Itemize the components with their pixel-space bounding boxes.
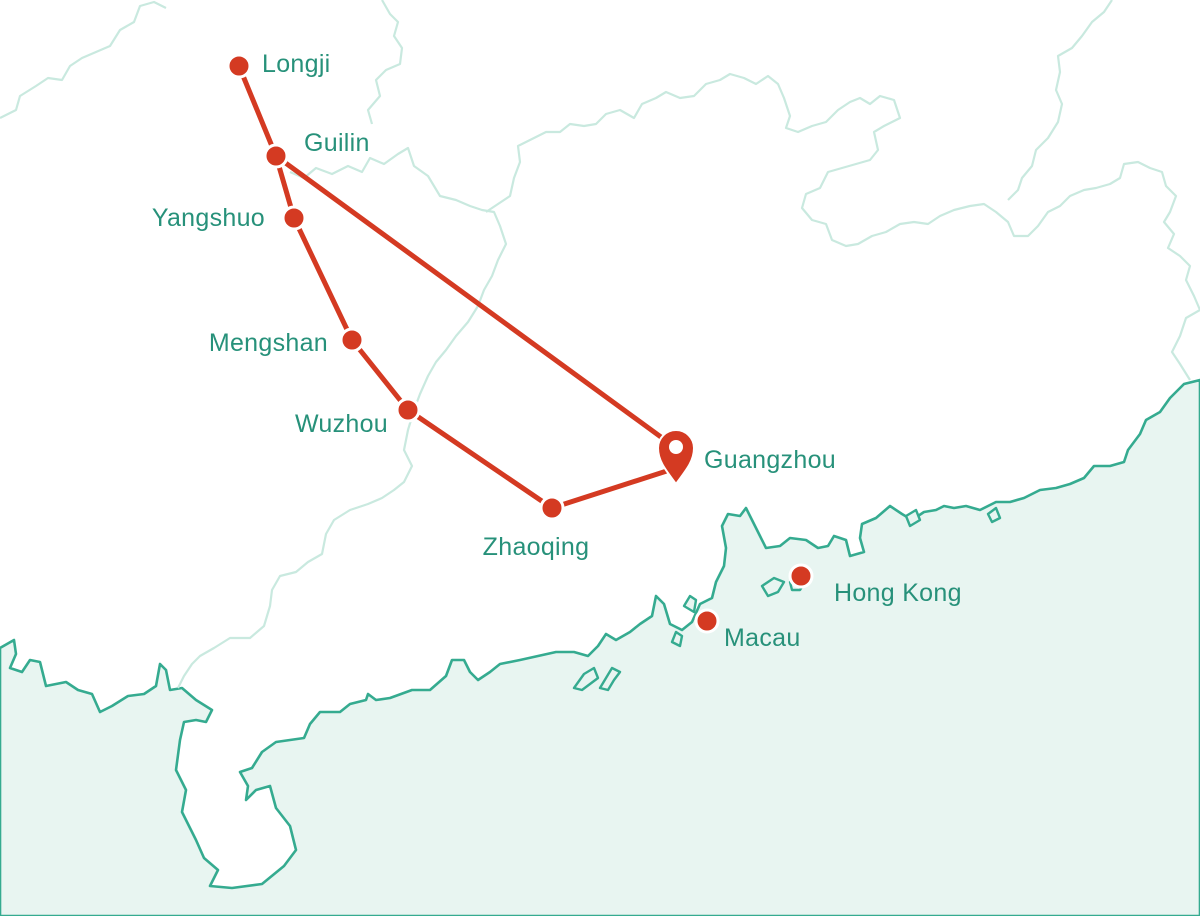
city-dot-zhaoqing[interactable]: [539, 495, 565, 521]
island: [986, 506, 1002, 524]
island: [904, 508, 922, 528]
city-label-guangzhou: Guangzhou: [704, 446, 836, 474]
island: [572, 666, 600, 692]
city-dot-hongkong[interactable]: [788, 563, 814, 589]
island: [682, 594, 698, 614]
map-pin-icon[interactable]: [656, 429, 696, 486]
province-border: [1007, 0, 1113, 201]
route-line-return: [273, 153, 679, 451]
province-border: [366, 0, 404, 125]
province-border: [1170, 309, 1200, 381]
city-dot-longji[interactable]: [226, 53, 252, 79]
city-label-hongkong: Hong Kong: [834, 579, 962, 607]
island: [598, 666, 622, 692]
province-border: [0, 0, 167, 119]
province-border: [177, 146, 508, 689]
city-label-guilin: Guilin: [304, 129, 370, 157]
city-dot-wuzhou[interactable]: [395, 397, 421, 423]
city-dot-macau[interactable]: [694, 608, 720, 634]
city-label-mengshan: Mengshan: [209, 329, 328, 357]
city-dot-mengshan[interactable]: [339, 327, 365, 353]
city-label-longji: Longji: [262, 50, 331, 78]
island: [670, 630, 684, 648]
sea-area: [0, 378, 1200, 916]
city-label-macau: Macau: [724, 624, 801, 652]
city-label-zhaoqing: Zhaoqing: [483, 533, 590, 561]
province-border: [485, 72, 1200, 311]
city-label-yangshuo: Yangshuo: [152, 204, 265, 232]
city-dot-guilin[interactable]: [263, 143, 289, 169]
city-label-wuzhou: Wuzhou: [295, 410, 388, 438]
island: [760, 576, 786, 598]
city-dot-yangshuo[interactable]: [281, 205, 307, 231]
